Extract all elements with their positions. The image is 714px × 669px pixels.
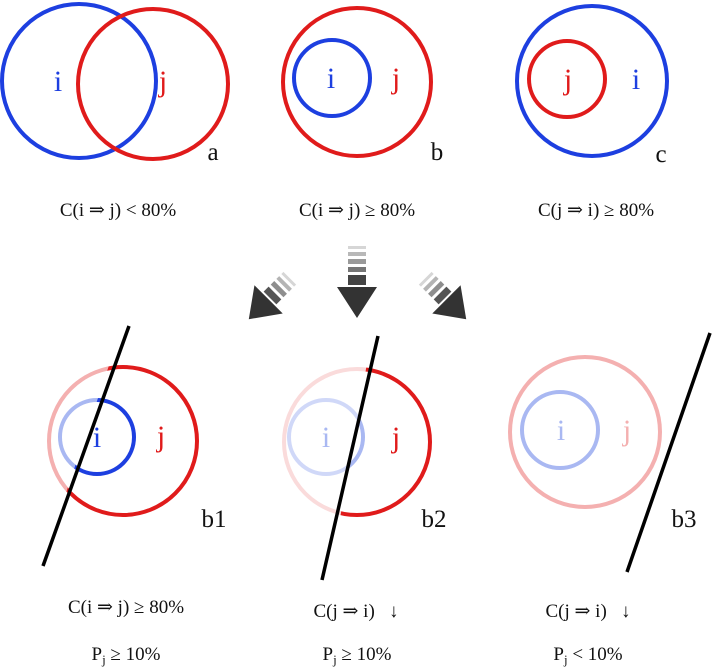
arrow-down-dash <box>348 246 366 249</box>
panel-letter-b: b <box>431 139 444 166</box>
arrow-down-right <box>418 271 467 320</box>
arrow-down-dash <box>348 259 366 264</box>
arrow-down-left-dash <box>281 271 297 287</box>
panel-b1: i j b1 C(i ⇒ j) ≥ 80% Pj ≥ 10% <box>41 325 227 667</box>
caption-b2-line2: Pj ≥ 10% <box>323 644 392 667</box>
arrow-down-right-dash <box>423 276 439 292</box>
caption-b2-sub: j <box>332 652 337 667</box>
caption-b3-line2: Pj < 10% <box>553 644 622 667</box>
panel-letter-c: c <box>655 141 666 168</box>
arrow-down-right-dash <box>418 271 434 287</box>
caption-b3-sub: j <box>563 652 568 667</box>
label-j-b1: j <box>156 420 165 453</box>
circle-j-b <box>281 6 433 158</box>
panel-c: j i c C(j ⇒ i) ≥ 80% <box>515 4 669 221</box>
label-j-b2: j <box>391 421 400 454</box>
label-i-b3: i <box>557 414 565 447</box>
circle-i-c <box>515 4 669 158</box>
caption-b1-rest: ≥ 10% <box>106 644 161 665</box>
caption-b1-p: P <box>92 644 103 665</box>
label-j-a: j <box>158 65 167 98</box>
caption-a: C(i ⇒ j) < 80% <box>60 200 177 221</box>
panel-letter-b3: b3 <box>672 506 697 533</box>
circle-i-a <box>0 2 158 160</box>
arrow-down-right-head <box>432 285 467 320</box>
caption-b1-line2: Pj ≥ 10% <box>92 644 161 667</box>
arrow-down-left-dash <box>263 286 282 305</box>
label-i-a: i <box>54 65 62 98</box>
panel-b3: i j b3 C(j ⇒ i) ↓ Pj < 10% <box>508 332 712 667</box>
panel-b: i j b C(i ⇒ j) ≥ 80% <box>281 6 444 221</box>
cut-line-b1 <box>41 325 131 567</box>
caption-c: C(j ⇒ i) ≥ 80% <box>538 200 654 221</box>
caption-b2-rest: ≥ 10% <box>337 644 392 665</box>
arrow-down-left-head <box>248 285 283 320</box>
caption-b3-line1: C(j ⇒ i) ↓ <box>545 601 630 622</box>
arrow-down-dash <box>348 252 366 256</box>
label-i-b2: i <box>322 421 330 454</box>
circle-i-b <box>292 38 372 118</box>
panel-a: i j a C(i ⇒ j) < 80% <box>0 2 230 221</box>
panel-letter-a: a <box>207 139 218 166</box>
cut-line-b3 <box>625 332 712 573</box>
arrow-down-right-dash <box>433 286 452 305</box>
arrow-down <box>337 246 377 318</box>
caption-b1-line1: C(i ⇒ j) ≥ 80% <box>68 597 184 618</box>
panel-b2: i j b2 C(j ⇒ i) ↓ Pj ≥ 10% <box>282 335 447 667</box>
arrow-down-left-dash <box>276 276 292 292</box>
circle-j-b3-faded <box>508 355 662 509</box>
label-i-c: i <box>632 63 640 96</box>
arrow-down-dash <box>348 267 366 272</box>
caption-b1-sub: j <box>101 652 106 667</box>
arrow-down-dash <box>348 275 366 285</box>
circle-j-a <box>76 7 230 161</box>
caption-b: C(i ⇒ j) ≥ 80% <box>299 200 415 221</box>
cut-line-b2 <box>320 335 380 581</box>
caption-b2-p: P <box>323 644 334 665</box>
label-j-c: j <box>563 63 572 96</box>
panel-letter-b1: b1 <box>202 506 227 533</box>
label-i-b: i <box>327 62 335 95</box>
caption-b2-line1: C(j ⇒ i) ↓ <box>313 601 398 622</box>
arrow-down-right-dash <box>428 281 445 298</box>
circle-j-c <box>527 39 607 119</box>
caption-b3-rest: < 10% <box>568 644 623 665</box>
label-j-b3: j <box>622 414 631 447</box>
arrow-down-left-dash <box>270 281 287 298</box>
arrow-down-head <box>337 287 377 318</box>
circle-i-b2-edge <box>331 398 365 476</box>
arrow-down-left <box>248 271 297 320</box>
caption-b3-p: P <box>553 644 564 665</box>
label-i-b1: i <box>93 421 101 454</box>
label-j-b: j <box>391 62 400 95</box>
panel-letter-b2: b2 <box>422 506 447 533</box>
circle-i-b3-faded <box>520 390 600 470</box>
